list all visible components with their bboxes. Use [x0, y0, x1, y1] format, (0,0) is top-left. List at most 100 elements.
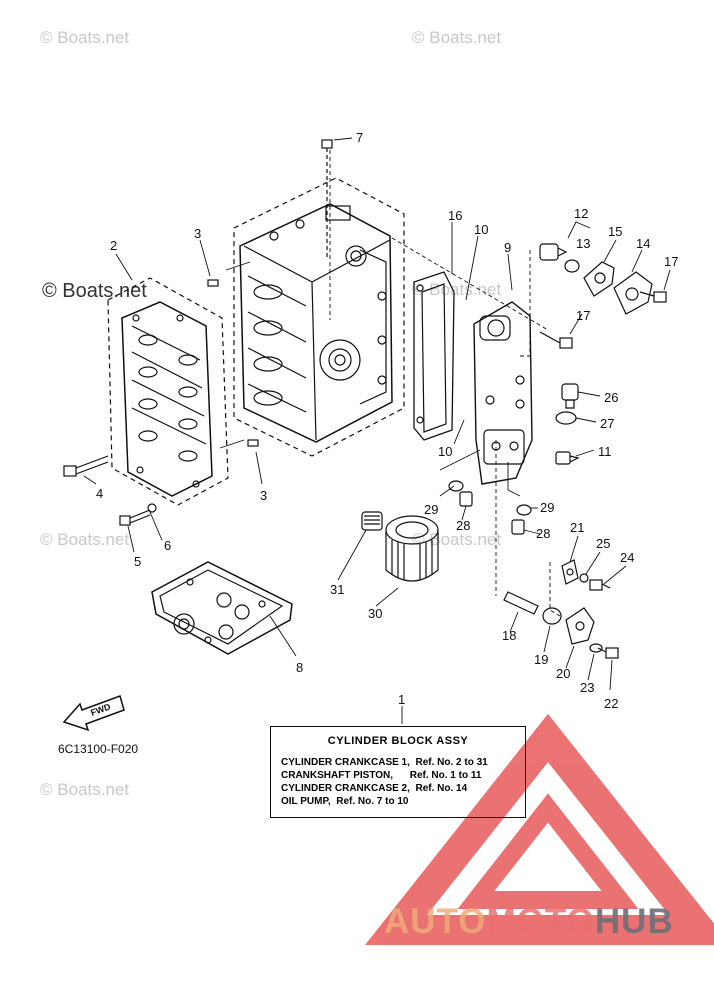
part-19-seal [542, 607, 562, 625]
ref-1: 1 [398, 692, 405, 707]
ref-28: 28 [536, 526, 550, 541]
part-31-fitting [361, 511, 383, 531]
assembly-row-name: CYLINDER CRANKCASE 2, [281, 783, 410, 794]
assembly-row-name: OIL PUMP, [281, 796, 331, 807]
part-20-housing [565, 607, 595, 645]
ref-16: 16 [448, 208, 462, 223]
ref-21: 21 [570, 520, 584, 535]
assembly-row: CYLINDER CRANKCASE 2, Ref. No. 14 [281, 783, 467, 794]
ref-31: 31 [330, 582, 344, 597]
part-30-oil-filter [385, 515, 439, 582]
watermark: © Boats.net [412, 280, 502, 299]
ref-7: 7 [356, 130, 363, 145]
watermark: © Boats.net [412, 530, 502, 549]
ref-3: 3 [194, 226, 201, 241]
ref-17: 17 [664, 254, 678, 269]
part-25-washer [579, 573, 589, 583]
watermark: © Boats.net [40, 28, 130, 47]
ref-29: 29 [424, 502, 438, 517]
ref-13: 13 [576, 236, 590, 251]
part-28-plug [511, 519, 525, 535]
ref-23: 23 [580, 680, 594, 695]
part-4-bolt [63, 455, 109, 477]
logo-triangle [364, 713, 714, 945]
part-23-washer [589, 643, 603, 653]
ref-3: 3 [260, 488, 267, 503]
part-27-o-ring [555, 411, 577, 425]
ref-30: 30 [368, 606, 382, 621]
watermark: © Boats.net [40, 780, 130, 799]
part-crankcase [239, 203, 393, 443]
logo-part: AUTO [384, 902, 487, 941]
ref-26: 26 [604, 390, 618, 405]
diagram-code: 6C13100-F020 [58, 742, 139, 756]
watermark: © Boats.net [42, 280, 147, 302]
part-17-bolt [639, 291, 667, 303]
ref-14: 14 [636, 236, 650, 251]
part-13-seal [564, 259, 580, 273]
part-3-dowel-pin [207, 279, 219, 287]
part-21-bracket [561, 559, 579, 585]
crankcase-dashed-group [233, 177, 405, 457]
ref-29: 29 [540, 500, 554, 515]
part-29-gasket [448, 480, 464, 492]
ref-22: 22 [604, 696, 618, 711]
assembly-row: OIL PUMP, Ref. No. 7 to 10 [281, 796, 408, 807]
ref-8: 8 [296, 660, 303, 675]
part-22-bolt [597, 647, 619, 659]
part-17-bolt [539, 331, 573, 349]
part-6-washer [147, 503, 157, 513]
assembly-row-name: CYLINDER CRANKCASE 1, [281, 757, 410, 768]
ref-12: 12 [574, 206, 588, 221]
ref-15: 15 [608, 224, 622, 239]
part-12-fitting [539, 243, 568, 261]
part-2-dashed-group [107, 277, 229, 506]
ref-19: 19 [534, 652, 548, 667]
part-2-cylinder-cover [121, 301, 213, 497]
part-5-bolt [119, 509, 151, 526]
part-11-plug [555, 451, 580, 465]
assembly-title: CYLINDER BLOCK ASSY [327, 735, 469, 747]
assembly-row: CYLINDER CRANKCASE 1, Ref. No. 2 to 31 [281, 757, 488, 768]
ref-10: 10 [474, 222, 488, 237]
watermark: © Boats.net [40, 530, 130, 549]
part-18-pipe [503, 591, 539, 615]
ref-28: 28 [456, 518, 470, 533]
reference-numbers: 1 2 3 3 4 5 6 7 8 9 10 10 11 12 13 14 15… [96, 130, 678, 711]
ref-25: 25 [596, 536, 610, 551]
automotohub-logo: AUTOMOTOHUB [384, 902, 674, 942]
ref-4: 4 [96, 486, 103, 501]
ref-10: 10 [438, 444, 452, 459]
assembly-row: CRANKSHAFT PISTON, Ref. No. 1 to 11 [281, 770, 481, 781]
ref-11: 11 [598, 444, 612, 459]
part-9-oil-pump-plate [473, 301, 533, 485]
ref-2: 2 [110, 238, 117, 253]
part-14-thermostat-cover [613, 271, 653, 315]
part-7-bolt [321, 139, 333, 258]
ref-20: 20 [556, 666, 570, 681]
leader-lines [83, 137, 671, 724]
logo-part: HUB [594, 902, 674, 941]
ref-17: 17 [576, 308, 590, 323]
part-3-dowel-pin [247, 439, 259, 447]
ref-5: 5 [134, 554, 141, 569]
part-28-plug [459, 491, 473, 507]
part-24-bolt [589, 579, 611, 591]
assembly-row-ref: Ref. No. 1 to 11 [409, 770, 482, 781]
part-16-gasket [413, 271, 455, 441]
ref-27: 27 [600, 416, 614, 431]
ref-6: 6 [164, 538, 171, 553]
ref-24: 24 [620, 550, 634, 565]
logo-part: MOTO [486, 902, 595, 941]
part-26-plug [561, 383, 579, 409]
watermark: © Boats.net [412, 28, 502, 47]
assembly-table: CYLINDER BLOCK ASSY CYLINDER CRANKCASE 1… [270, 726, 526, 818]
part-8-gasket [151, 561, 293, 655]
assembly-row-ref: Ref. No. 14 [415, 783, 468, 794]
assembly-row-name: CRANKSHAFT PISTON, [281, 770, 394, 781]
ref-9: 9 [504, 240, 511, 255]
fwd-arrow-icon: FWD [62, 695, 125, 732]
assembly-row-ref: Ref. No. 2 to 31 [415, 757, 488, 768]
